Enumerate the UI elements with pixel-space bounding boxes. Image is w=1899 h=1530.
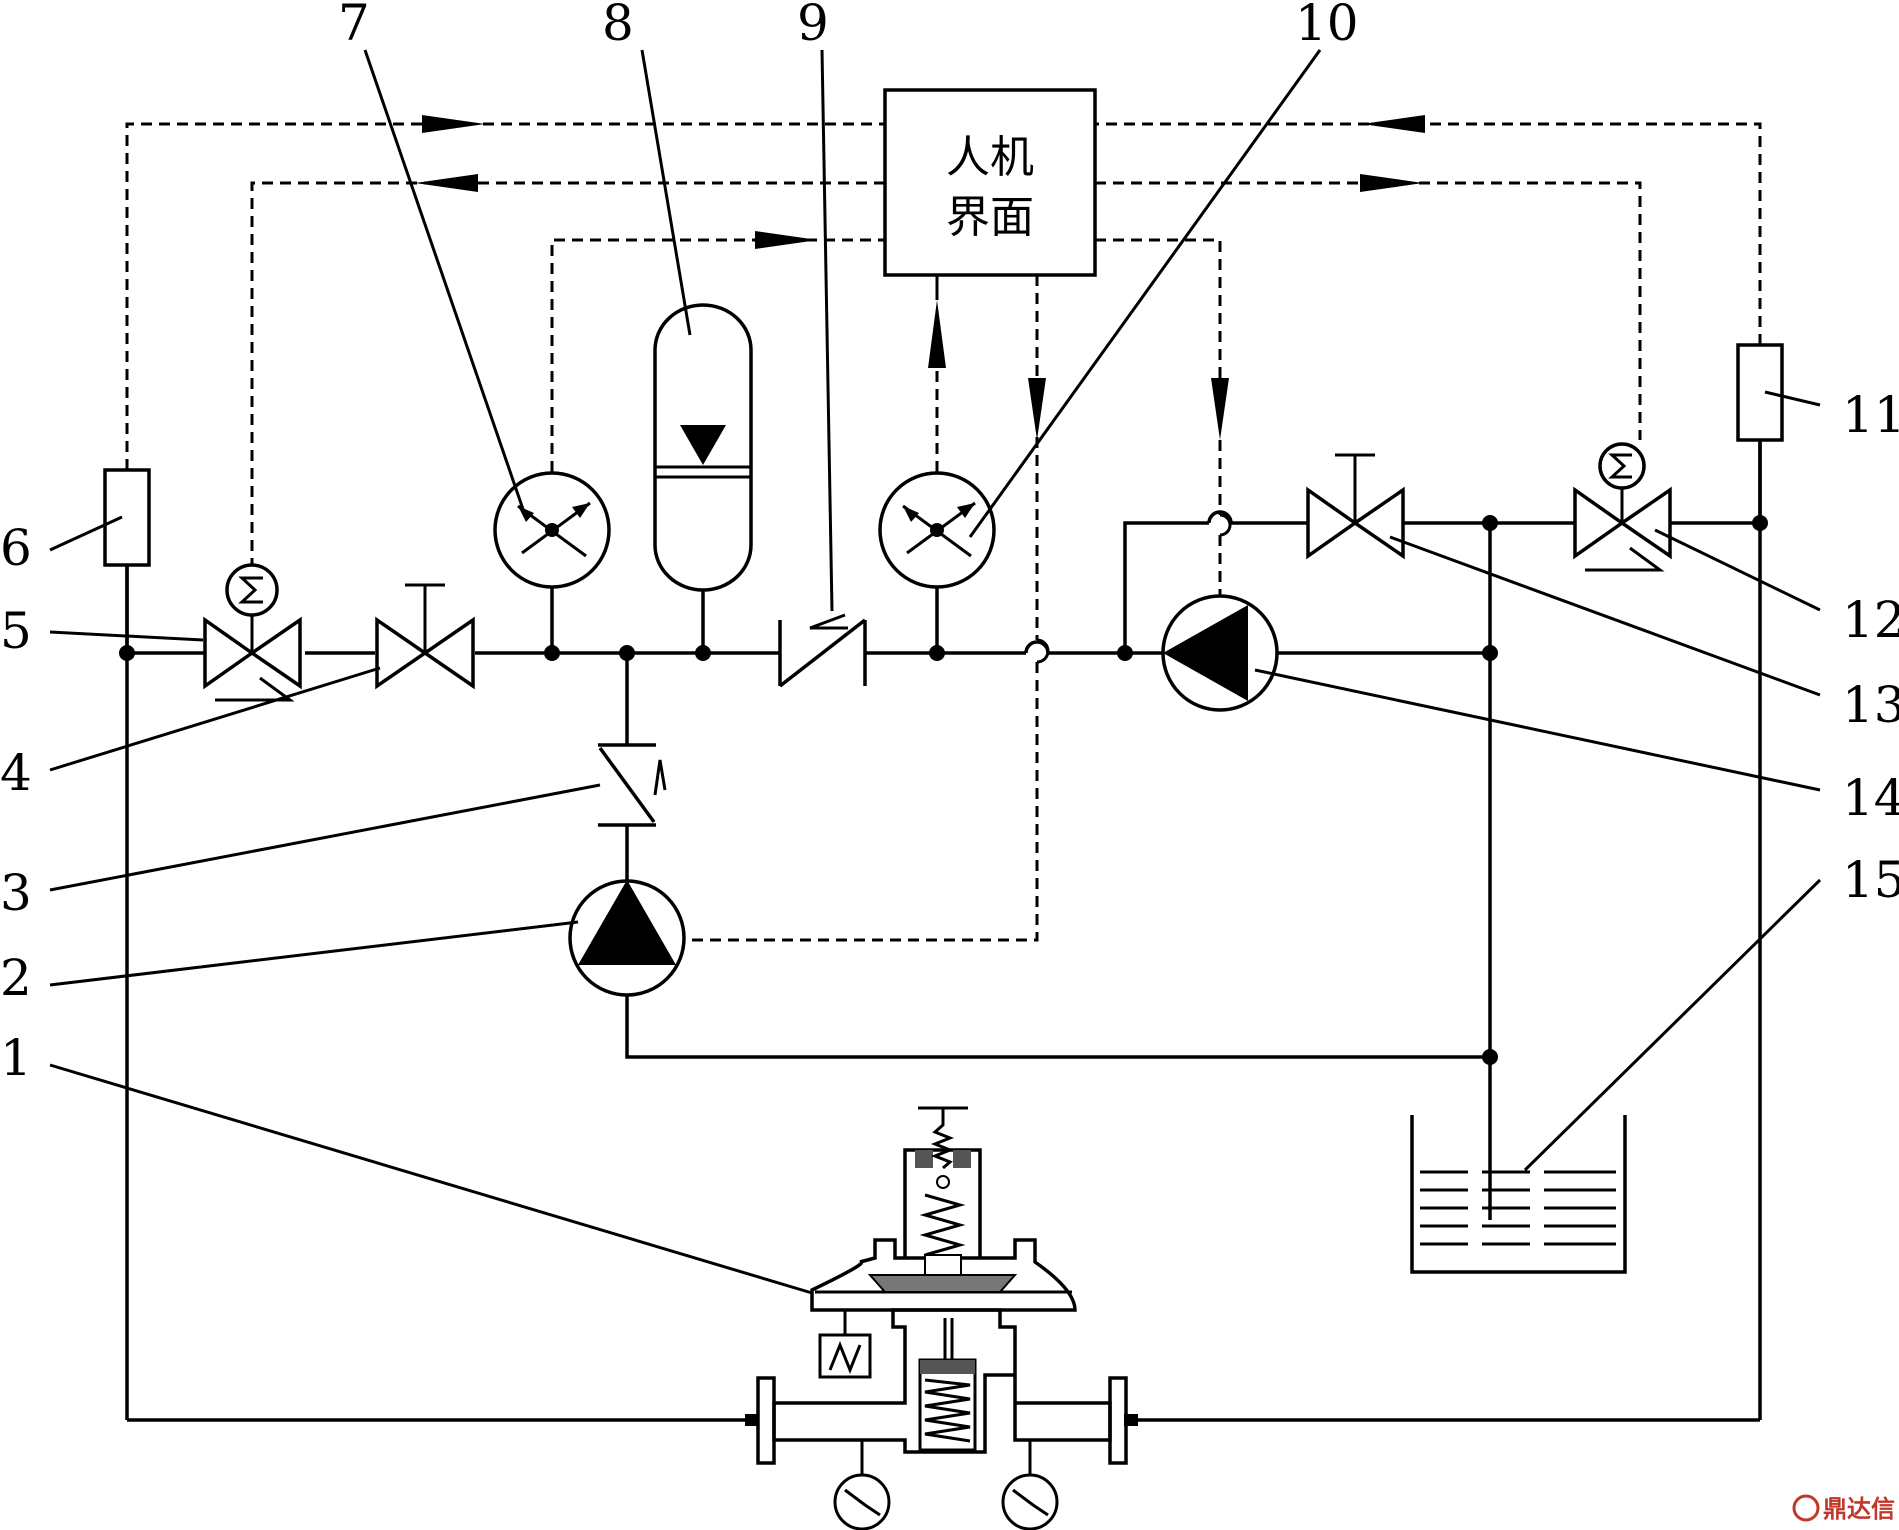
check-valve-icon — [598, 743, 667, 827]
pump-icon — [1161, 594, 1279, 712]
gate-valve-icon — [1306, 453, 1405, 560]
callout-1: 1 — [0, 1029, 32, 1087]
sensor-icon — [103, 468, 151, 567]
solenoid-valve-icon — [203, 563, 302, 702]
pressure-gauge-icon — [878, 471, 996, 589]
hmi-label-line2: 界面 — [946, 192, 1034, 243]
callout-14: 14 — [1842, 769, 1899, 827]
callout-15: 15 — [1842, 851, 1899, 909]
pump-icon — [568, 879, 686, 997]
callout-9: 9 — [797, 0, 829, 52]
hmi-box: 人机 界面 — [883, 88, 1097, 277]
solenoid-valve-icon — [1573, 442, 1672, 572]
callout-6: 6 — [0, 519, 32, 577]
accumulator-icon — [653, 303, 753, 592]
signal-arrow — [1360, 174, 1423, 192]
watermark-text: 鼎达信 — [1823, 1495, 1895, 1523]
pipes — [125, 440, 1762, 1422]
callout-5: 5 — [0, 602, 32, 660]
signal-arrow — [1028, 378, 1046, 440]
signal-arrow — [755, 231, 818, 249]
callouts: 1 2 3 4 5 6 7 8 9 10 11 12 13 14 15 — [0, 0, 1899, 1087]
hmi-label-line1: 人机 — [946, 132, 1034, 183]
callout-11: 11 — [1842, 386, 1899, 444]
callout-7: 7 — [338, 0, 370, 52]
signal-arrow — [415, 174, 478, 192]
gate-valve-icon — [375, 583, 475, 690]
callout-12: 12 — [1842, 591, 1899, 649]
check-valve-icon — [778, 613, 867, 688]
callout-10: 10 — [1295, 0, 1359, 52]
signal-arrow — [928, 300, 946, 368]
signal-arrow — [1211, 378, 1229, 440]
junction-dots — [119, 515, 1768, 1065]
callout-8: 8 — [602, 0, 634, 52]
signal-lines — [125, 115, 1762, 942]
callout-3: 3 — [0, 864, 32, 922]
leader-lines — [49, 49, 1822, 1295]
signal-arrow — [1362, 115, 1425, 133]
callout-13: 13 — [1842, 676, 1899, 734]
tank-icon — [1410, 1115, 1627, 1274]
callout-4: 4 — [0, 744, 32, 802]
signal-arrow — [422, 115, 485, 133]
sensor-icon — [1736, 343, 1784, 442]
pressure-regulator-icon — [745, 1106, 1138, 1530]
callout-2: 2 — [0, 949, 32, 1007]
pressure-gauge-icon — [493, 471, 611, 589]
watermark: 鼎达信 — [1792, 1494, 1895, 1523]
